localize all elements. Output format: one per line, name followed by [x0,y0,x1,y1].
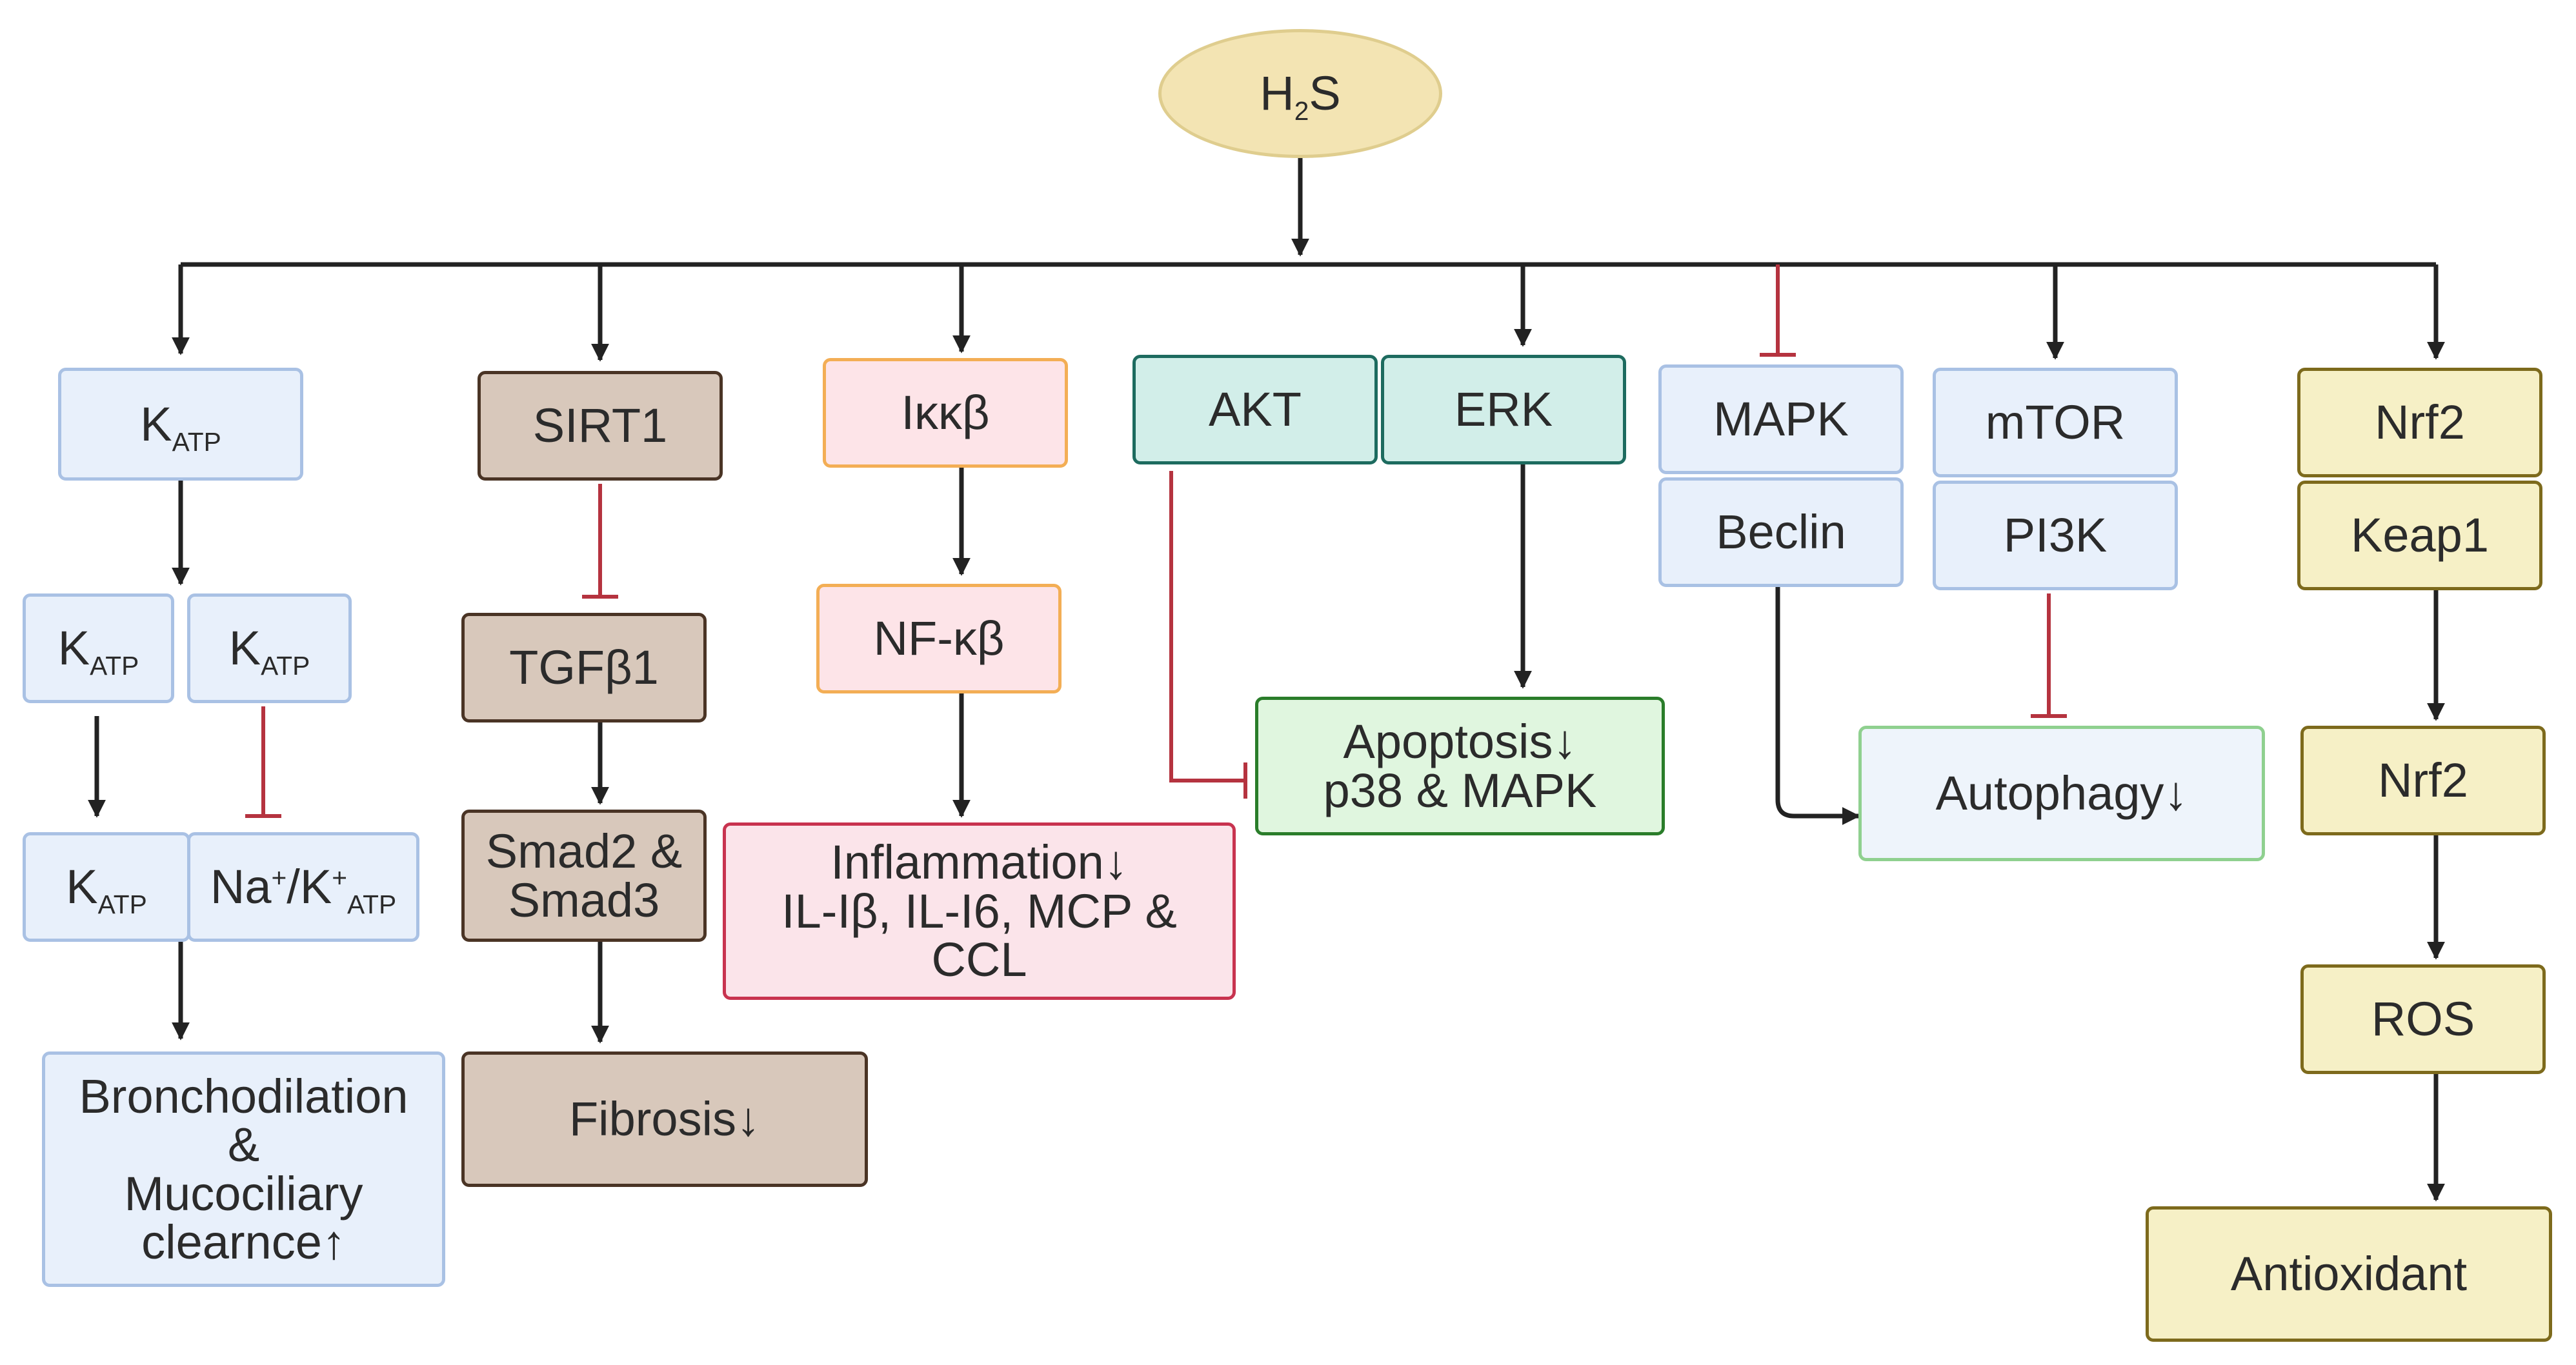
ros-node: ROS [2300,964,2546,1074]
tgfb1-node: TGFβ1 [461,613,707,722]
arrow-beclin-to-autophagy [1775,587,1860,825]
bronchodilation-node: Bronchodilation & Mucociliary clearnce↑ [42,1051,445,1287]
inflammation-node: Inflammation↓ IL-Iβ, IL-I6, MCP & CCL [723,822,1236,1000]
inhibit-akt-to-apoptosis [1169,471,1245,782]
antioxidant-node: Antioxidant [2146,1206,2552,1342]
mtor-node: mTOR [1933,368,2178,477]
katp-right-node: KATP [187,593,352,703]
ikkb-node: Iκκβ [823,358,1068,468]
keap1-node: Keap1 [2297,481,2542,590]
nrf2-top-node: Nrf2 [2297,368,2542,477]
pi3k-node: PI3K [1933,481,2178,590]
apoptosis-node: Apoptosis↓ p38 & MAPK [1255,697,1665,835]
smad-node: Smad2 & Smad3 [461,810,707,942]
katp-left-node: KATP [23,593,174,703]
katp-top-node: KATP [58,368,303,481]
na-k-atp-node: Na+/K+ATP [187,832,419,942]
fibrosis-node: Fibrosis↓ [461,1051,868,1187]
nrf2-mid-node: Nrf2 [2300,726,2546,835]
katp-bottom-node: KATP [23,832,190,942]
mapk-node: MAPK [1658,364,1904,474]
h2s-node: H2S [1158,29,1442,158]
sirt1-node: SIRT1 [478,371,723,481]
akt-node: AKT [1132,355,1378,464]
autophagy-node: Autophagy↓ [1858,726,2265,861]
beclin-node: Beclin [1658,477,1904,587]
nfkb-node: NF-κβ [816,584,1062,693]
erk-node: ERK [1381,355,1626,464]
